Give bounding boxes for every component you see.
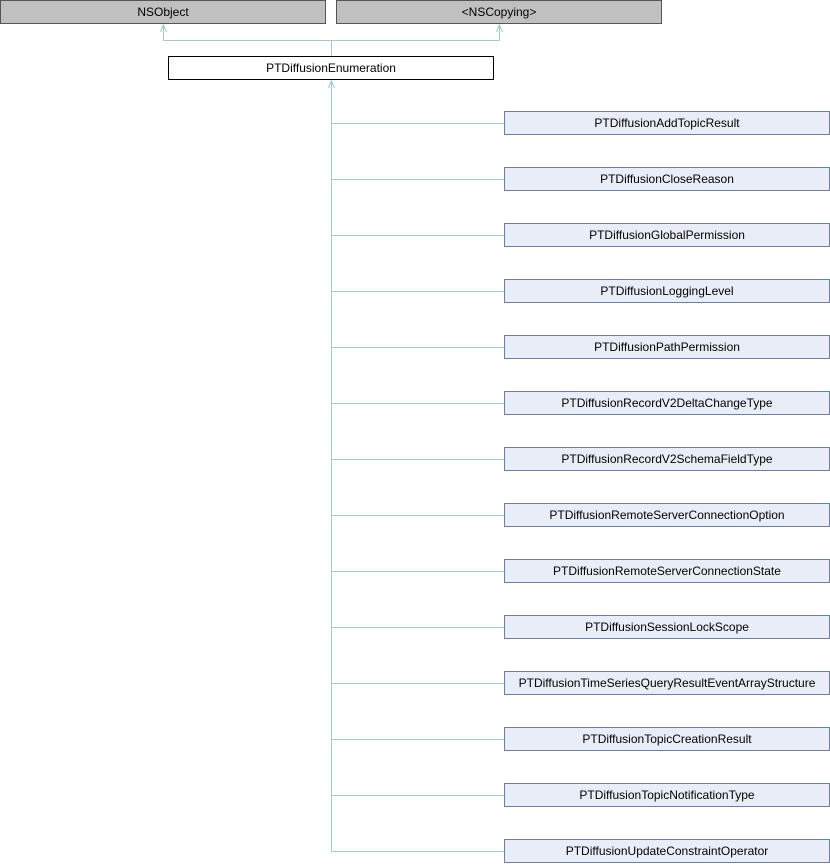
edge-arrowhead — [160, 23, 167, 33]
subclass-node[interactable]: PTDiffusionTopicCreationResult — [504, 727, 830, 751]
subclass-label: PTDiffusionTimeSeriesQueryResultEventArr… — [518, 676, 816, 690]
subclass-node[interactable]: PTDiffusionAddTopicResult — [504, 111, 830, 135]
subclass-label: PTDiffusionRecordV2DeltaChangeType — [561, 396, 773, 410]
subclass-node[interactable]: PTDiffusionUpdateConstraintOperator — [504, 839, 830, 863]
subclass-label: PTDiffusionCloseReason — [600, 172, 734, 186]
edge-arrowhead — [328, 79, 335, 89]
subclass-label: PTDiffusionPathPermission — [594, 340, 740, 354]
base-class-nsobject[interactable]: NSObject — [0, 0, 326, 24]
base-class-label: NSObject — [137, 5, 189, 19]
subclass-node[interactable]: PTDiffusionSessionLockScope — [504, 615, 830, 639]
protocol-nscopying[interactable]: <NSCopying> — [336, 0, 662, 24]
subclass-label: PTDiffusionTopicCreationResult — [582, 732, 752, 746]
subclass-label: PTDiffusionAddTopicResult — [594, 116, 740, 130]
subclass-label: PTDiffusionLoggingLevel — [600, 284, 734, 298]
edge-arrowhead — [496, 23, 503, 33]
subclass-label: PTDiffusionRemoteServerConnectionState — [553, 564, 781, 578]
subclass-label: PTDiffusionSessionLockScope — [585, 620, 749, 634]
subclass-label: PTDiffusionTopicNotificationType — [579, 788, 755, 802]
subclass-label: PTDiffusionUpdateConstraintOperator — [565, 844, 769, 858]
subclass-node[interactable]: PTDiffusionRecordV2DeltaChangeType — [504, 391, 830, 415]
subclass-label: PTDiffusionRecordV2SchemaFieldType — [561, 452, 773, 466]
subclass-node[interactable]: PTDiffusionRemoteServerConnectionState — [504, 559, 830, 583]
subclass-node[interactable]: PTDiffusionRecordV2SchemaFieldType — [504, 447, 830, 471]
current-class-label: PTDiffusionEnumeration — [266, 61, 396, 75]
subclass-node[interactable]: PTDiffusionCloseReason — [504, 167, 830, 191]
subclass-node[interactable]: PTDiffusionTopicNotificationType — [504, 783, 830, 807]
current-class-node[interactable]: PTDiffusionEnumeration — [168, 56, 494, 80]
subclass-node[interactable]: PTDiffusionPathPermission — [504, 335, 830, 359]
subclass-label: PTDiffusionRemoteServerConnectionOption — [549, 508, 785, 522]
subclass-label: PTDiffusionGlobalPermission — [589, 228, 745, 242]
protocol-label: <NSCopying> — [461, 5, 537, 19]
subclass-node[interactable]: PTDiffusionLoggingLevel — [504, 279, 830, 303]
subclass-node[interactable]: PTDiffusionTimeSeriesQueryResultEventArr… — [504, 671, 830, 695]
subclass-node[interactable]: PTDiffusionRemoteServerConnectionOption — [504, 503, 830, 527]
subclass-node[interactable]: PTDiffusionGlobalPermission — [504, 223, 830, 247]
